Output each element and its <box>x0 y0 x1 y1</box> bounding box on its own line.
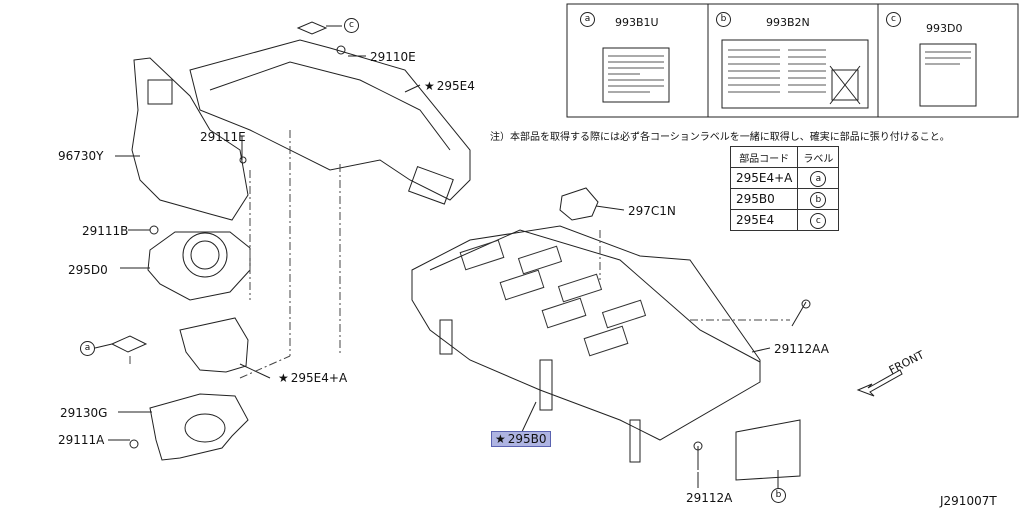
cover-295E4 <box>189 39 471 201</box>
part-label-295B0[interactable]: 295B0 <box>491 431 551 447</box>
table-header-code: 部品コード <box>729 146 799 168</box>
label-panel-c <box>877 3 1019 118</box>
connector-297C1N <box>559 187 599 221</box>
table-header-label: ラベル <box>797 146 840 168</box>
front-arrow-icon <box>856 369 903 397</box>
fan-295D0 <box>147 231 251 301</box>
table-cell-code: 295E4 <box>729 209 799 231</box>
table-cell-code: 295B0 <box>729 188 799 210</box>
battery-pack-295B0 <box>411 225 761 441</box>
table-cell-label: a <box>810 170 827 187</box>
part-label-29112A: 29112A <box>686 491 733 505</box>
part-label-295E4: 295E4 <box>424 79 475 93</box>
table-row: 295E4 c <box>729 209 840 231</box>
callout-c: c <box>344 18 359 33</box>
panel-b-code: 993B2N <box>766 16 810 29</box>
recycle-bin-icon <box>831 69 859 101</box>
panel-a-marker: a <box>580 12 595 27</box>
panel-c-marker: c <box>886 12 901 27</box>
table-row: 295E4+A a <box>729 167 840 189</box>
part-label-29130G: 29130G <box>60 406 108 420</box>
panel-b-marker: b <box>716 12 731 27</box>
table-cell-label: b <box>810 191 827 208</box>
part-label-29112AA: 29112AA <box>774 342 829 356</box>
duct-96730Y <box>131 57 249 221</box>
diagram-id: J291007T <box>940 494 997 508</box>
part-label-29111B: 29111B <box>82 224 129 238</box>
bracket-29130G <box>149 393 249 461</box>
table-row: 295B0 b <box>729 188 840 210</box>
callout-b: b <box>771 488 786 503</box>
callout-a: a <box>80 341 95 356</box>
duct-295E4A <box>179 317 249 373</box>
part-label-295D0: 295D0 <box>68 263 108 277</box>
panel-c-code: 993D0 <box>926 22 963 35</box>
part-label-29111E: 29111E <box>200 130 246 144</box>
part-label-297C1N: 297C1N <box>628 204 676 218</box>
parts-label-table: 部品コード ラベル 295E4+A a 295B0 b 295E4 c <box>729 146 840 231</box>
part-label-295E4A: 295E4+A <box>278 371 347 385</box>
part-label-96730Y: 96730Y <box>58 149 104 163</box>
panel-a-code: 993B1U <box>615 16 659 29</box>
part-label-29110E: 29110E <box>370 50 416 64</box>
table-cell-code: 295E4+A <box>729 167 799 189</box>
table-cell-label: c <box>810 212 827 229</box>
caution-note: 注）本部品を取得する際には必ず各コーションラベルを一緒に取得し、確実に部品に張り… <box>490 132 950 143</box>
bolt-29112AA <box>791 301 807 327</box>
part-label-29111A: 29111A <box>58 433 105 447</box>
